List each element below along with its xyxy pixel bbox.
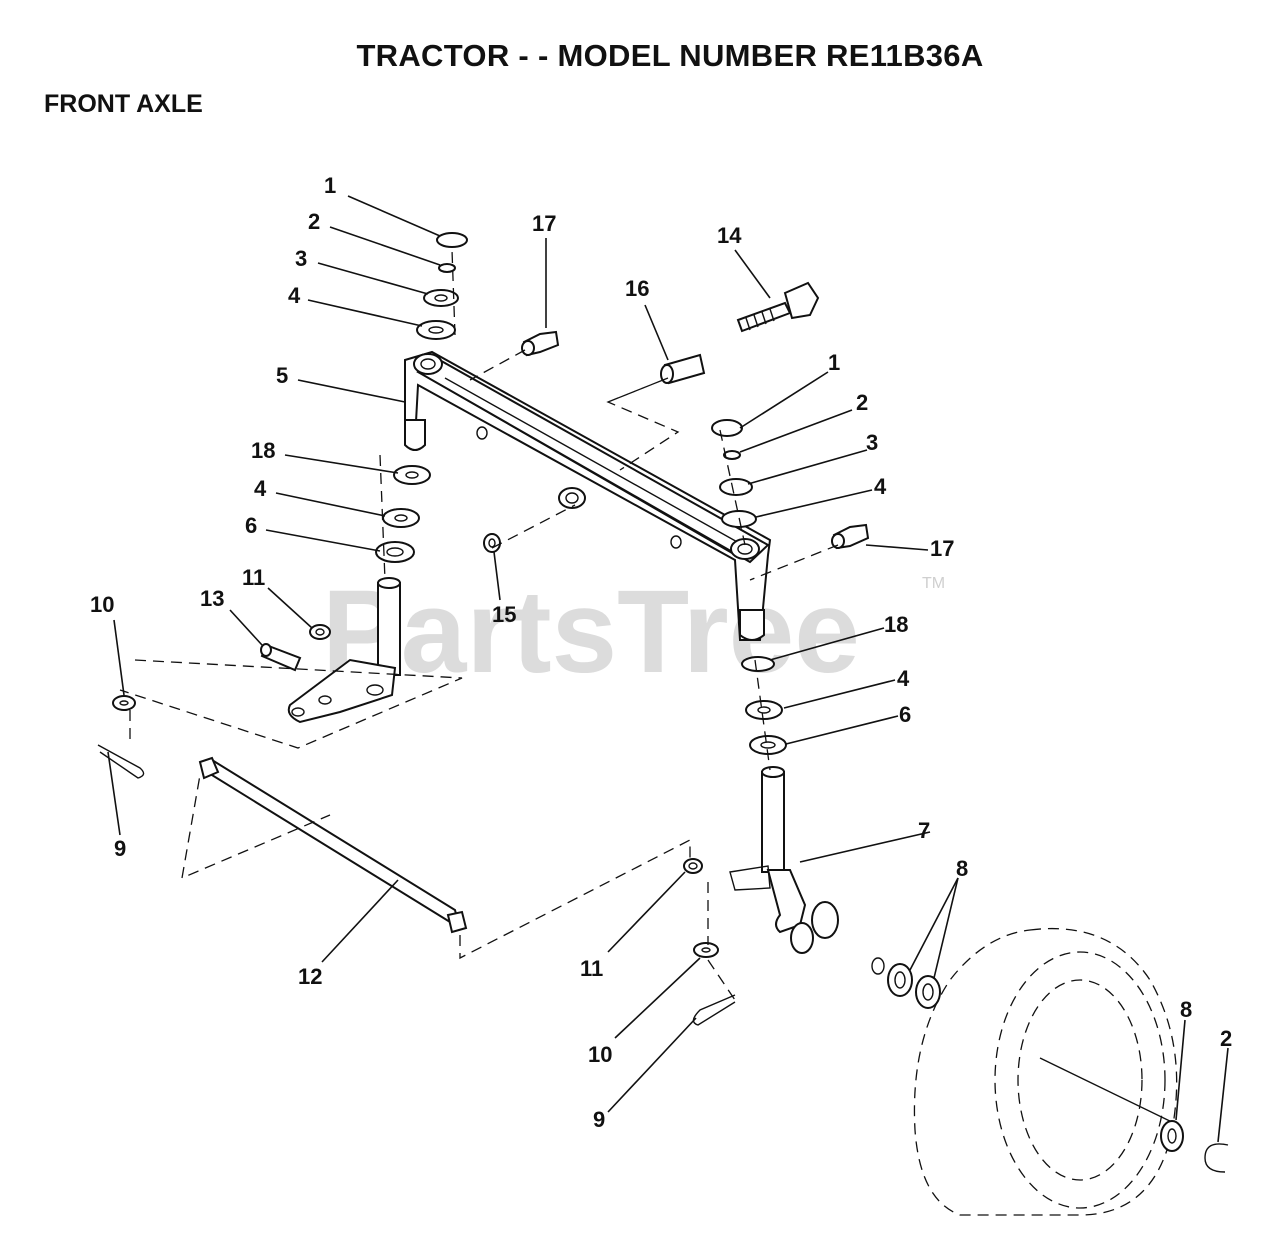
front-wheel bbox=[913, 927, 1179, 1216]
callout-1-right: 1 bbox=[828, 350, 840, 375]
callout-13: 13 bbox=[200, 586, 224, 611]
watermark-logo: PartsTree bbox=[322, 566, 860, 698]
right-cotter-pin bbox=[692, 994, 736, 1026]
grease-fitting-left bbox=[521, 330, 560, 357]
page-title: TRACTOR - - MODEL NUMBER RE11B36A bbox=[356, 38, 984, 73]
callout-4-right-upper: 4 bbox=[874, 474, 887, 499]
callout-17-top: 17 bbox=[532, 211, 556, 236]
callout-11-left: 11 bbox=[242, 565, 265, 590]
left-washer bbox=[112, 695, 136, 711]
callout-6-right: 6 bbox=[899, 702, 911, 727]
section-title: FRONT AXLE bbox=[44, 90, 203, 118]
callout-9-left: 9 bbox=[114, 836, 126, 861]
left-cotter-pin bbox=[97, 744, 145, 779]
callout-18-right: 18 bbox=[884, 612, 908, 637]
wheel-washers bbox=[871, 957, 1229, 1173]
callout-6-left: 6 bbox=[245, 513, 257, 538]
callout-labels: 1 2 3 4 5 18 4 6 11 13 10 9 17 16 14 15 … bbox=[90, 173, 1232, 1132]
callout-18-left: 18 bbox=[251, 438, 275, 463]
callout-7: 7 bbox=[918, 818, 930, 843]
watermark-trademark: TM bbox=[922, 575, 945, 592]
callout-10-right: 10 bbox=[588, 1042, 612, 1067]
callout-3-left: 3 bbox=[295, 246, 307, 271]
assembly-lines bbox=[119, 249, 839, 1001]
right-spindle bbox=[683, 766, 839, 954]
callout-5: 5 bbox=[276, 363, 288, 388]
callout-3-right: 3 bbox=[866, 430, 878, 455]
tie-rod bbox=[198, 756, 468, 934]
pivot-bolt bbox=[736, 281, 820, 333]
callout-1-left: 1 bbox=[324, 173, 336, 198]
callout-11-right: 11 bbox=[580, 956, 603, 981]
callout-2-left: 2 bbox=[308, 209, 320, 234]
callout-12: 12 bbox=[298, 964, 322, 989]
callout-16: 16 bbox=[625, 276, 649, 301]
callout-2-right: 2 bbox=[856, 390, 868, 415]
left-spindle bbox=[260, 577, 401, 724]
callout-4-right-lower: 4 bbox=[897, 666, 910, 691]
front-axle-beam bbox=[404, 350, 772, 641]
leader-lines bbox=[107, 195, 1229, 1143]
callout-14: 14 bbox=[717, 223, 742, 248]
callout-8-lower: 8 bbox=[1180, 997, 1192, 1022]
right-spindle-hardware bbox=[711, 419, 787, 755]
callout-4-left-lower: 4 bbox=[254, 476, 267, 501]
callout-2-clip: 2 bbox=[1220, 1026, 1232, 1051]
pivot-spacer bbox=[660, 353, 706, 385]
callout-4-left-upper: 4 bbox=[288, 283, 301, 308]
callout-9-right: 9 bbox=[593, 1107, 605, 1132]
callout-17-right: 17 bbox=[930, 536, 954, 561]
pivot-washer bbox=[483, 533, 501, 553]
right-washer bbox=[693, 942, 719, 958]
callout-10-left: 10 bbox=[90, 592, 114, 617]
callout-15: 15 bbox=[492, 602, 516, 627]
callout-8-upper: 8 bbox=[956, 856, 968, 881]
grease-fitting-right bbox=[831, 523, 870, 550]
